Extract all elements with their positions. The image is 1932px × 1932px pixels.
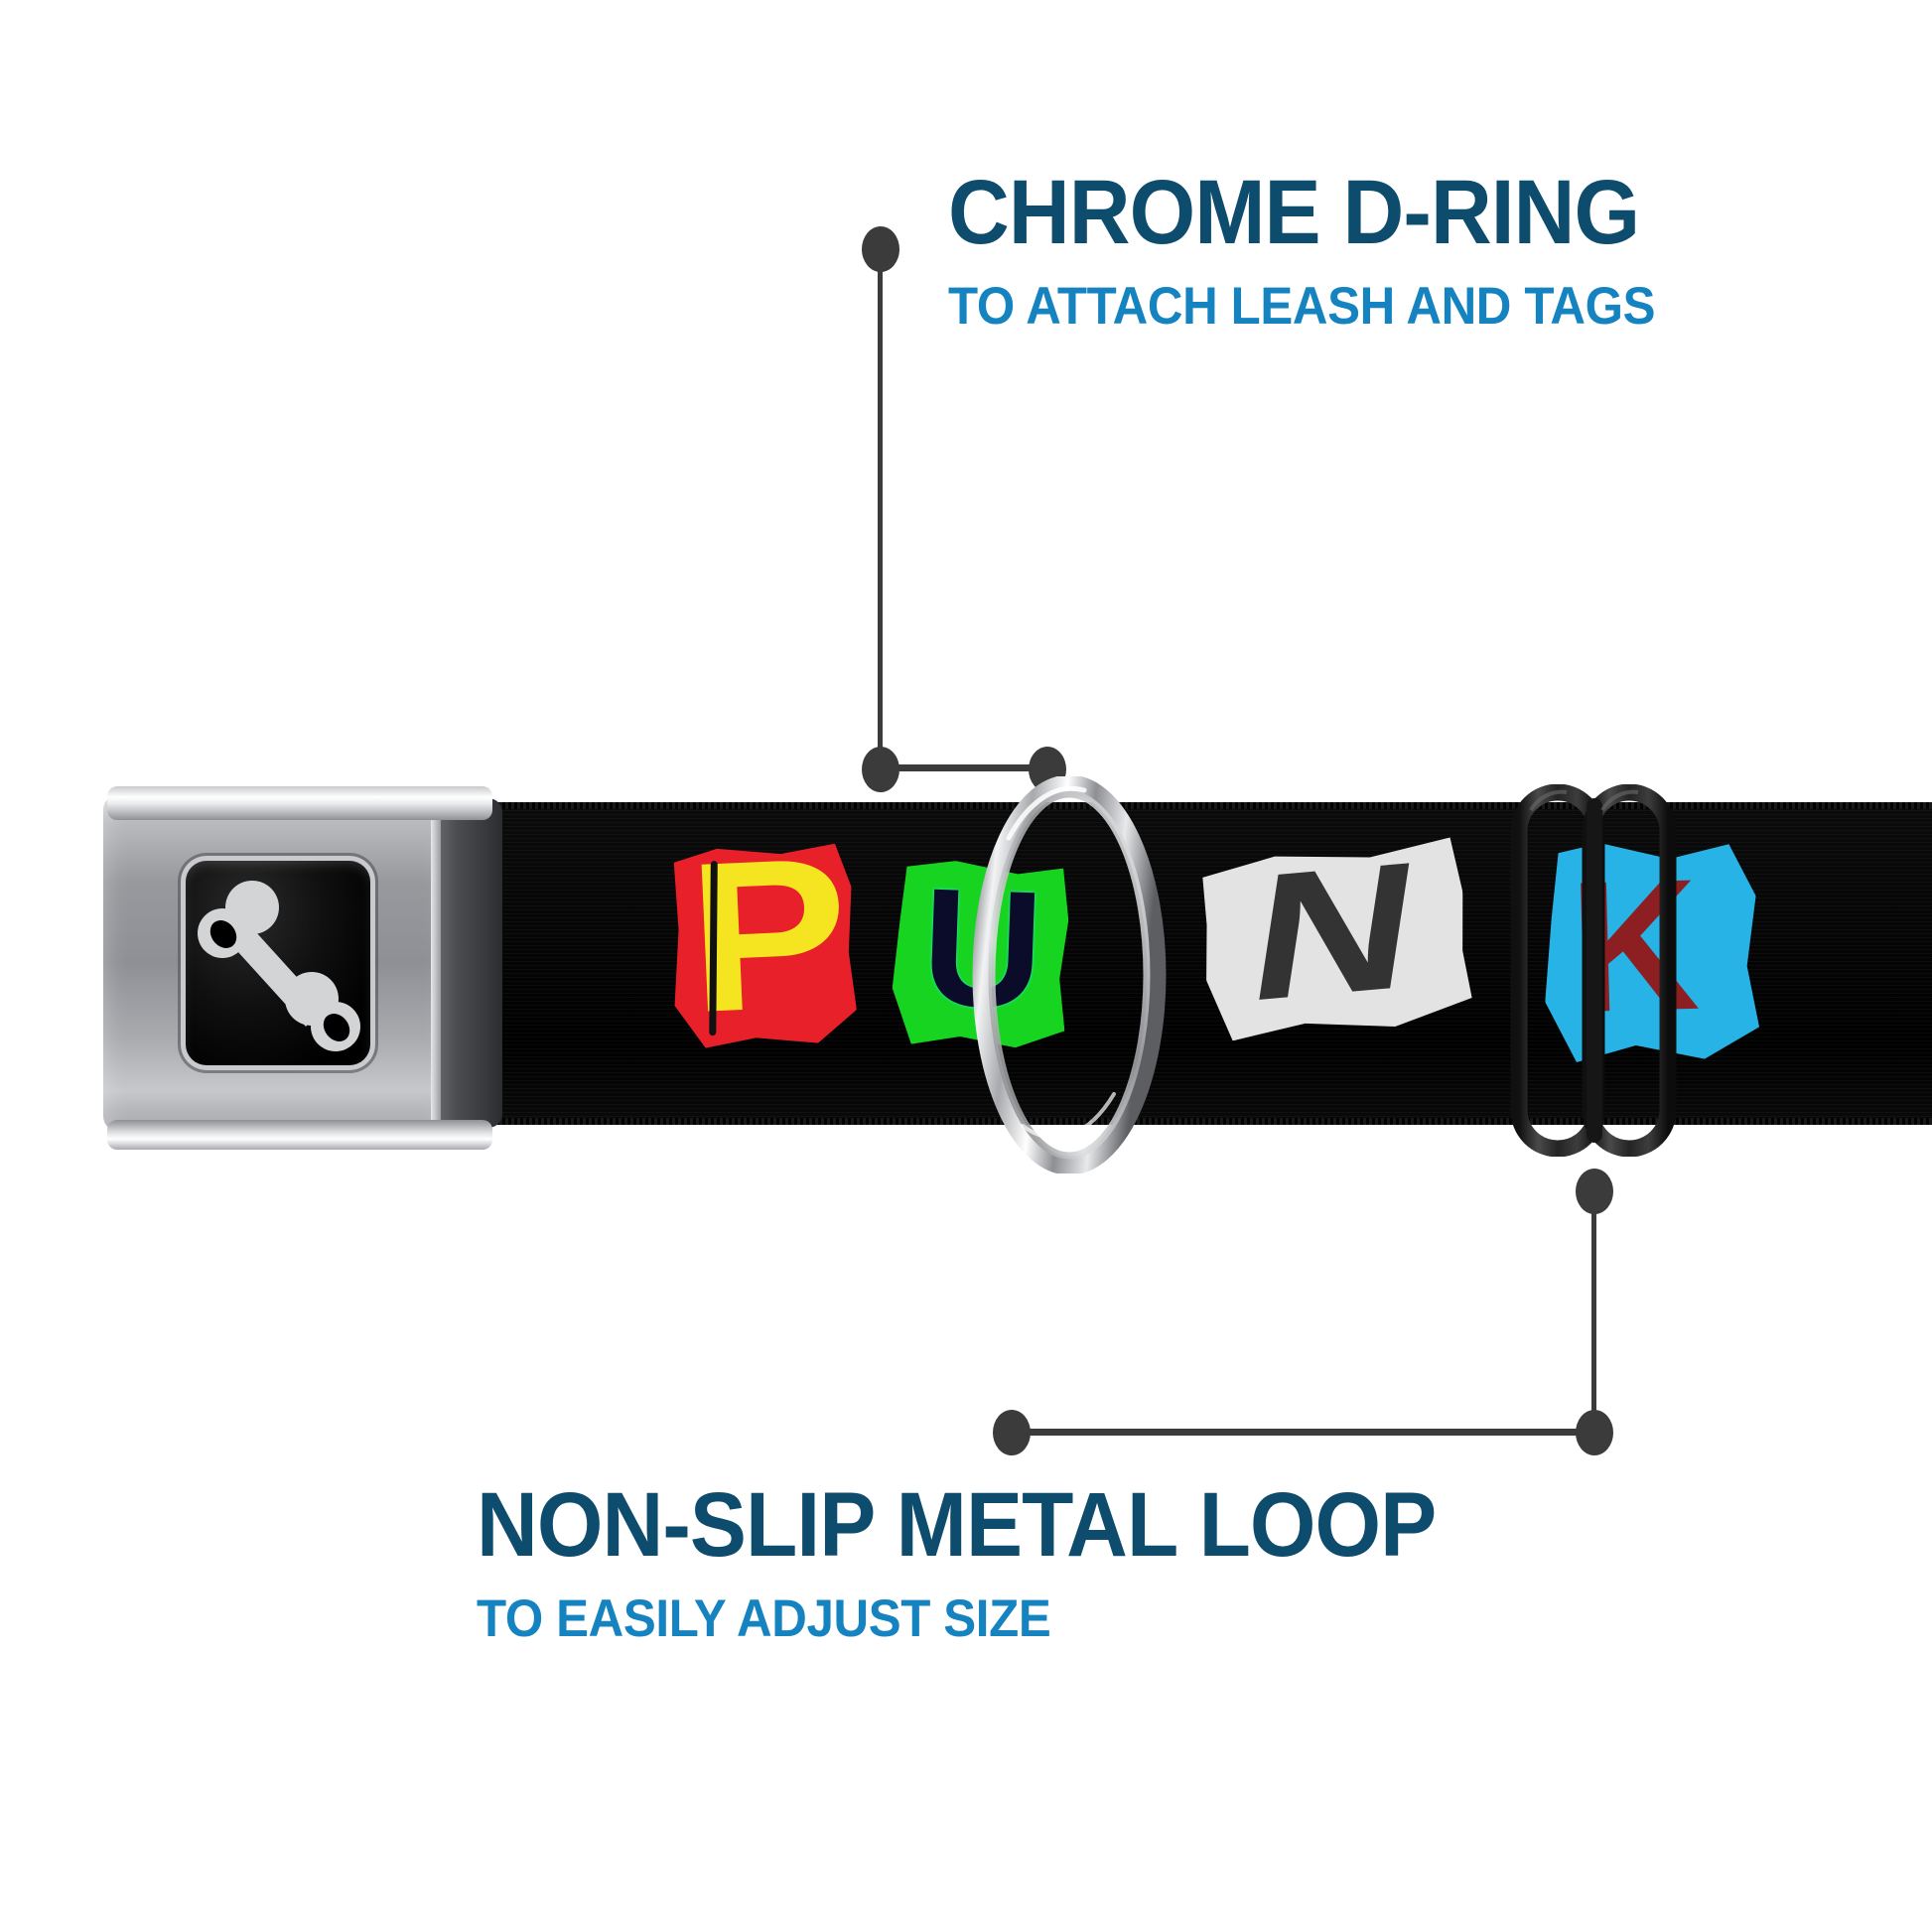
callout-title-chrome-d-ring: CHROME D-RING — [948, 162, 1640, 263]
strap-letter-p: P — [683, 810, 854, 1057]
leader-line-vertical-bottom — [1591, 1170, 1596, 1433]
callout-title-non-slip-metal-loop: NON-SLIP METAL LOOP — [477, 1474, 1437, 1576]
callout-subtitle-non-slip-metal-loop: TO EASILY ADJUST SIZE — [477, 1589, 1051, 1648]
buckle-emblem-panel — [181, 856, 375, 1070]
collar-strap: P U N K — [449, 802, 1932, 1125]
buckle-latch-plate — [433, 798, 502, 1128]
leader-line-vertical-top — [878, 256, 883, 767]
leader-dot-bottom-anchor — [1576, 1169, 1613, 1214]
callout-subtitle-chrome-d-ring: TO ATTACH LEASH AND TAGS — [948, 277, 1656, 336]
buckle-bottom-lip — [107, 1120, 492, 1150]
buckle-latch-highlight — [431, 798, 441, 1128]
dog-bone-icon — [198, 881, 360, 1051]
buckle-top-lip — [107, 786, 492, 820]
strap-letter-n: N — [1238, 822, 1431, 1040]
strap-letter-patch-n: N — [1195, 837, 1473, 1042]
leader-dot-bottom-left — [993, 1410, 1031, 1455]
strap-letter-patch-p: P — [668, 843, 859, 1049]
callout-chrome-d-ring: CHROME D-RING TO ATTACH LEASH AND TAGS — [948, 167, 1709, 333]
leader-dot-top-anchor — [862, 226, 899, 272]
leader-line-horizontal-bottom — [1011, 1429, 1587, 1436]
seatbelt-buckle — [103, 772, 502, 1154]
leader-line-horizontal-top — [880, 764, 1048, 771]
non-slip-metal-loop — [1510, 784, 1677, 1157]
callout-non-slip-metal-loop: NON-SLIP METAL LOOP TO EASILY ADJUST SIZ… — [477, 1479, 1508, 1645]
chrome-d-ring — [972, 776, 1167, 1173]
